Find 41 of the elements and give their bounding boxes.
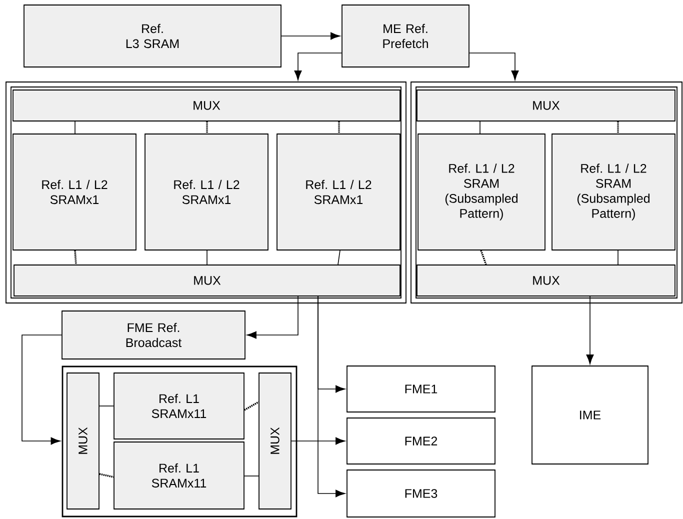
connector-line	[74, 250, 77, 265]
connector-line	[206, 121, 208, 134]
mux-bar: MUX	[416, 264, 676, 296]
broadcast-box: FME Ref. Broadcast	[62, 310, 246, 360]
mux-bar: MUX	[14, 264, 400, 296]
group-frame	[62, 366, 298, 518]
sram-box: Ref. L1 SRAMx11	[114, 442, 244, 510]
arrow	[22, 334, 62, 445]
mux-bar: MUX	[12, 90, 400, 122]
connector-line	[244, 401, 259, 411]
arrow	[318, 296, 346, 498]
arrow	[281, 32, 340, 40]
sram-box: Ref. L1 / L2 SRAMx1	[12, 134, 136, 250]
connector-line	[99, 473, 114, 478]
mux-bar: MUX	[416, 90, 676, 122]
arrow	[291, 437, 346, 445]
engine-box: FME1	[346, 366, 496, 412]
sram-box: Ref. L1 / L2 SRAM (Subsampled Pattern)	[552, 134, 676, 250]
memory-box: Ref. L3 SRAM	[24, 4, 282, 68]
connector-line	[338, 121, 340, 134]
engine-box: FME2	[346, 418, 496, 464]
prefetch-box: ME Ref. Prefetch	[342, 4, 470, 68]
group-frame	[410, 82, 682, 304]
engine-box: IME	[532, 366, 648, 464]
arrow	[586, 296, 594, 364]
arrow	[294, 52, 342, 80]
sram-box: Ref. L1 / L2 SRAMx1	[144, 134, 268, 250]
arrow	[469, 52, 519, 80]
mux-bar: MUX	[258, 372, 292, 510]
engine-box: FME3	[346, 470, 496, 518]
connector-line	[617, 121, 619, 134]
sram-box: Ref. L1 / L2 SRAMx1	[276, 134, 400, 250]
connector-line	[480, 250, 487, 265]
sram-box: Ref. L1 SRAMx11	[114, 372, 244, 440]
connector-line	[74, 121, 76, 134]
connector-line	[206, 250, 208, 265]
arrow	[246, 296, 298, 339]
connector-line	[338, 250, 340, 265]
sram-box: Ref. L1 / L2 SRAM (Subsampled Pattern)	[418, 134, 546, 250]
mux-bar: MUX	[66, 372, 100, 510]
group-frame	[6, 82, 406, 304]
